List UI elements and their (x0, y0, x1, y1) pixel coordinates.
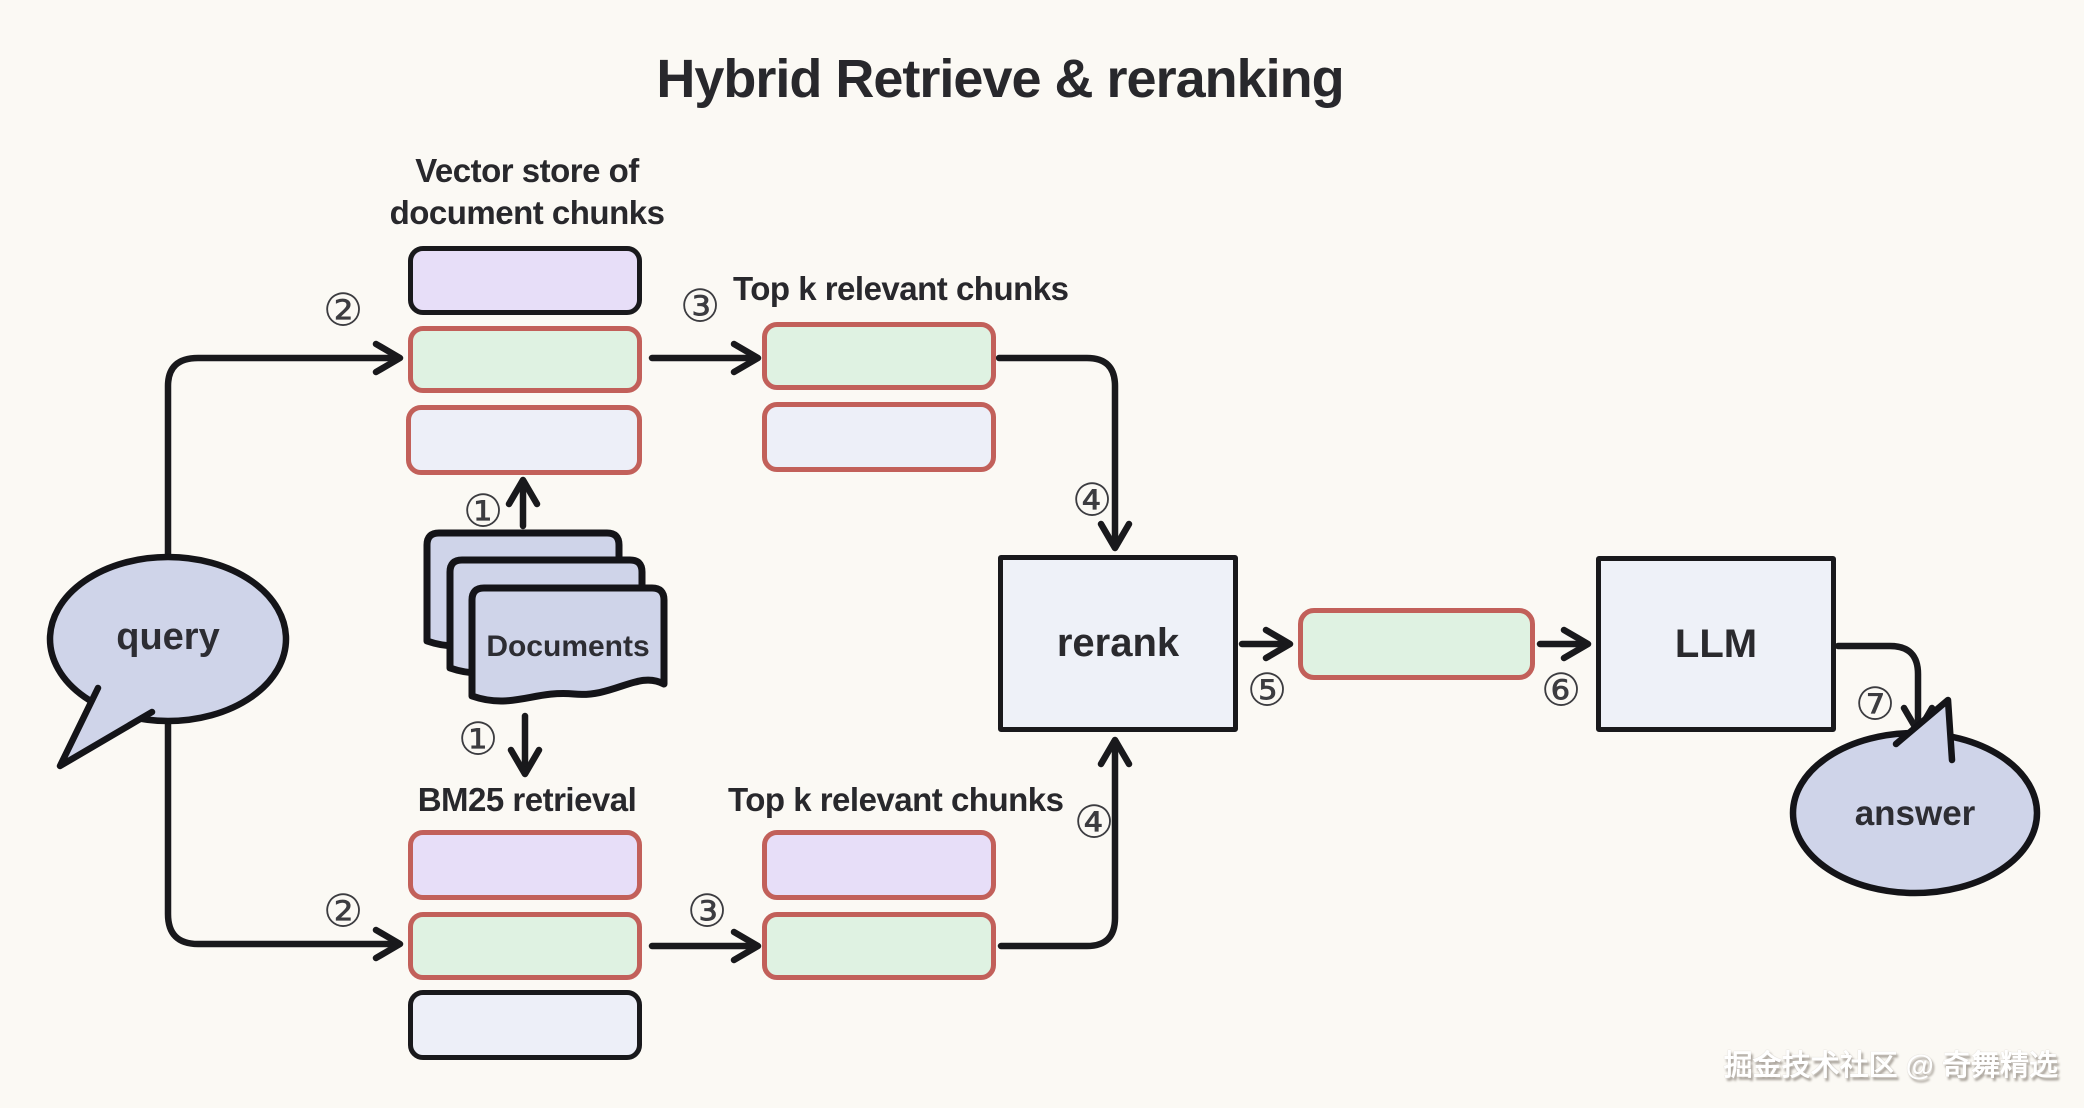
arrow-query-to-vector-store (164, 340, 404, 560)
llm-box: LLM (1596, 556, 1836, 732)
step-badge-3-top: ③ (679, 279, 721, 333)
llm-label: LLM (1674, 621, 1758, 666)
vector-store-chunk-light (406, 405, 642, 475)
step-badge-7: ⑦ (1854, 677, 1896, 731)
diagram-title: Hybrid Retrieve & reranking (656, 49, 1344, 109)
topk-top-chunk-light (762, 402, 996, 472)
arrow-topk-top-to-rerank (995, 354, 1133, 552)
step-badge-2-top: ② (322, 283, 364, 337)
query-bubble-shape (46, 553, 290, 770)
vector-store-label: Vector store of document chunks (389, 152, 665, 232)
answer-bubble-tail (1892, 696, 1956, 764)
vector-store-chunk-green (408, 326, 642, 393)
arrow-topk-bottom-to-rerank (997, 736, 1133, 950)
query-bubble-tail (56, 684, 156, 770)
step-badge-1-top: ① (462, 484, 504, 538)
document-page-front (468, 584, 668, 705)
bm25-label: BM25 retrieval (417, 781, 637, 818)
answer-bubble-shape (1789, 696, 2041, 897)
step-badge-2-bottom: ② (322, 884, 364, 938)
arrow-query-to-bm25 (164, 718, 404, 962)
topk-top-label: Top k relevant chunks (733, 270, 1069, 307)
answer-label: answer (1854, 794, 1976, 833)
step-badge-6: ⑥ (1540, 663, 1582, 717)
bm25-chunk-purple (408, 830, 642, 900)
rerank-label: rerank (1056, 621, 1180, 665)
watermark: 掘金技术社区 @ 奇舞精选 (1723, 1050, 2058, 1082)
topk-bottom-chunk-purple (762, 830, 996, 900)
topk-top-chunk-green (762, 322, 996, 390)
step-badge-5: ⑤ (1246, 663, 1288, 717)
rerank-box: rerank (998, 555, 1238, 732)
step-badge-4-top: ④ (1071, 473, 1113, 527)
query-label: query (116, 616, 220, 658)
topk-bottom-chunk-green (762, 912, 996, 980)
step-badge-4-bottom: ④ (1073, 795, 1115, 849)
step-badge-3-bottom: ③ (686, 884, 728, 938)
reranked-chunk-green (1298, 608, 1535, 680)
vector-store-chunk-purple (408, 246, 642, 315)
documents-label: Documents (486, 630, 650, 663)
bm25-chunk-green (408, 912, 642, 980)
arrow-llm-to-answer (1834, 642, 1936, 736)
step-badge-1-bottom: ① (457, 712, 499, 766)
topk-bottom-label: Top k relevant chunks (728, 781, 1064, 818)
documents-stack (423, 529, 668, 705)
bm25-chunk-light (408, 990, 642, 1060)
